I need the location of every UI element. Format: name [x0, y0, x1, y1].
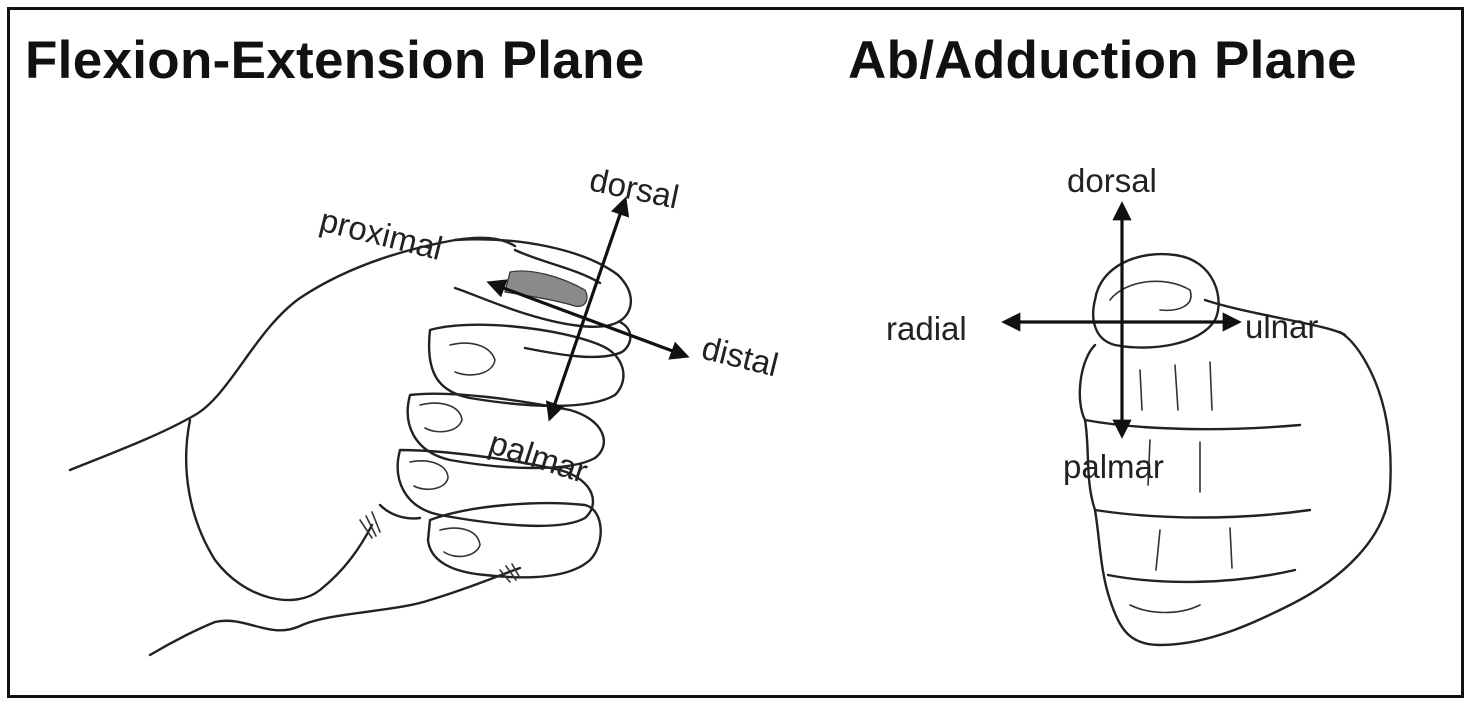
label-ulnar: ulnar: [1245, 308, 1318, 345]
label-dorsal-right: dorsal: [1067, 162, 1157, 199]
label-dorsal-left: dorsal: [587, 161, 683, 216]
thumbnail-shading: [504, 270, 588, 307]
ab-adduction-title: Ab/Adduction Plane: [848, 31, 1357, 90]
proximal-distal-arrow: [486, 279, 690, 360]
flexion-extension-title: Flexion-Extension Plane: [25, 31, 645, 90]
label-palmar-left: palmar: [485, 423, 592, 489]
dorsal-palmar-arrow: [545, 196, 630, 422]
label-proximal: proximal: [316, 201, 446, 267]
front-view-fist-illustration: [1078, 252, 1392, 647]
label-palmar-right: palmar: [1063, 448, 1164, 485]
label-radial: radial: [886, 310, 967, 347]
label-distal: distal: [698, 329, 782, 384]
